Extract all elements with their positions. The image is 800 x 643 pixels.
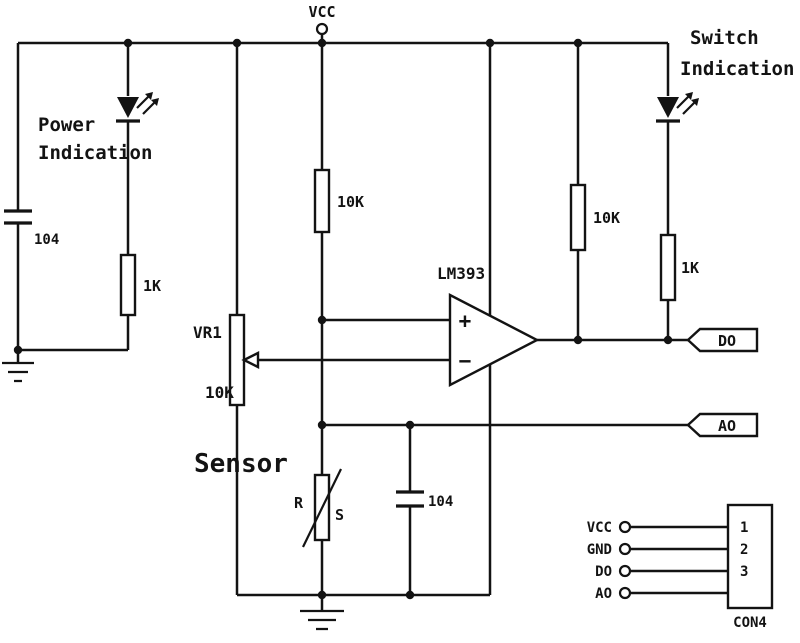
junction-dot	[317, 420, 327, 430]
capacitor-plates	[4, 209, 32, 225]
sensor-diagonal	[302, 468, 342, 548]
wire-segments	[16, 35, 728, 611]
flag-shape	[686, 412, 759, 438]
power-led	[116, 92, 159, 123]
junction-dot	[405, 420, 415, 430]
switch-led	[656, 92, 699, 123]
junction-dot	[317, 315, 327, 325]
arrowhead	[691, 98, 699, 106]
pin-number-3: 3	[740, 564, 748, 580]
arrowhead	[145, 92, 153, 100]
junction-dot	[405, 590, 415, 600]
pin-terminal	[618, 586, 632, 600]
label-vcc: VCC	[308, 3, 335, 21]
pot-wiper-arrow	[241, 351, 260, 369]
label-opamp-name: LM393	[437, 264, 485, 283]
label-power-indication-2: Indication	[38, 142, 152, 164]
junction-dot	[123, 38, 133, 48]
capacitor-filter	[396, 490, 424, 508]
arrowhead	[151, 98, 159, 106]
label-r-divider: 10K	[337, 193, 364, 211]
connector-con4: VCC GND DO AO 1 2 3 CON4	[587, 503, 774, 631]
label-ao: AO	[718, 417, 736, 435]
junction-dot	[317, 590, 327, 600]
junction-dots	[13, 38, 673, 600]
opamp-plus-input: +	[459, 309, 472, 333]
resistor-power-led	[119, 253, 137, 317]
capacitor-input	[4, 209, 32, 225]
vcc-terminal	[315, 22, 329, 36]
junction-dot	[573, 38, 583, 48]
potentiometer-vr1	[228, 313, 260, 407]
junction-dot	[13, 345, 23, 355]
pin-label-gnd: GND	[587, 542, 612, 558]
label-r-pullup: 10K	[593, 209, 620, 227]
pin-terminal	[618, 542, 632, 556]
label-switch-indication-2: Indication	[680, 58, 794, 80]
resistor-pullup	[569, 183, 587, 252]
label-vr1-value: 10K	[205, 383, 234, 402]
label-power-indication-1: Power	[38, 114, 95, 136]
pin-terminal	[618, 520, 632, 534]
junction-dot	[573, 335, 583, 345]
ground-center	[300, 609, 344, 631]
pin-number-1: 1	[740, 520, 748, 536]
resistor-divider	[313, 168, 331, 234]
pin-label-ao: AO	[595, 586, 612, 602]
opamp-lm393	[448, 293, 540, 387]
flag-ao: AO	[686, 412, 759, 438]
junction-dot	[232, 38, 242, 48]
opamp-triangle	[448, 293, 540, 387]
label-c-input: 104	[34, 232, 59, 248]
pin-label-do: DO	[595, 564, 612, 580]
label-sensor: Sensor	[194, 449, 288, 479]
capacitor-plates	[396, 490, 424, 508]
label-r-switch-led: 1K	[681, 259, 699, 277]
label-sensor-s: S	[335, 506, 344, 524]
label-c-filter: 104	[428, 494, 453, 510]
pin-terminal	[618, 564, 632, 578]
ground-left	[2, 361, 34, 383]
junction-dot	[663, 335, 673, 345]
connector-box	[726, 503, 774, 610]
led-triangle	[117, 97, 139, 118]
junction-dot	[317, 38, 327, 48]
resistor-switch-led	[659, 233, 677, 302]
led-triangle	[657, 97, 679, 118]
led-light-arrows	[136, 95, 156, 115]
label-do: DO	[718, 332, 736, 350]
junction-dot	[485, 38, 495, 48]
flag-do: DO	[686, 327, 759, 353]
label-r-power-led: 1K	[143, 277, 161, 295]
connector-name: CON4	[733, 615, 767, 631]
flag-shape	[686, 327, 759, 353]
sensor-probe	[302, 468, 342, 548]
pin-label-vcc: VCC	[587, 520, 612, 536]
pin-number-2: 2	[740, 542, 748, 558]
label-vr1: VR1	[193, 323, 222, 342]
arrowhead	[685, 92, 693, 100]
opamp-minus-input: −	[459, 349, 472, 373]
label-sensor-r: R	[294, 494, 304, 512]
led-light-arrows	[676, 95, 696, 115]
label-switch-indication-1: Switch	[690, 27, 759, 49]
